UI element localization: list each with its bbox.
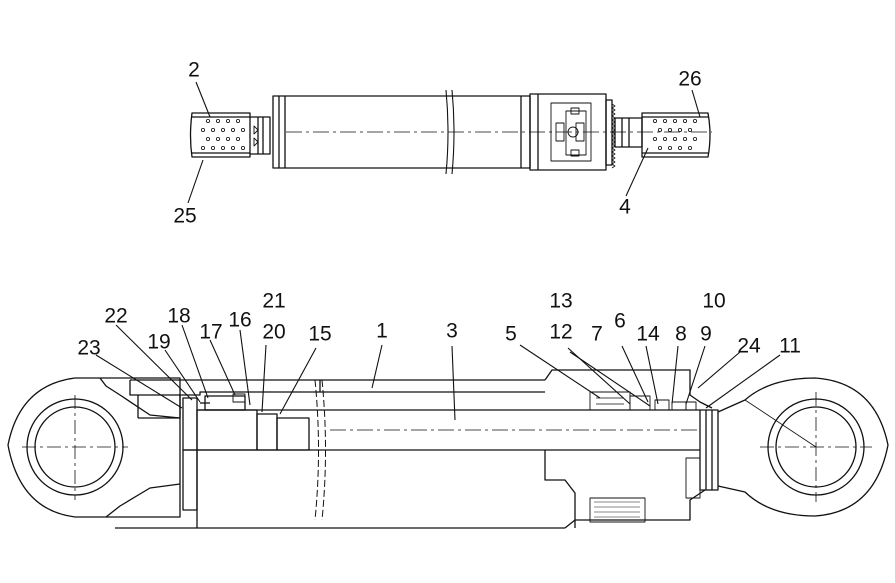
- callout-13: 13: [549, 289, 573, 313]
- top-right-eye-end: [642, 113, 710, 157]
- callout-10: 10: [702, 289, 726, 313]
- callout-8: 8: [675, 322, 687, 346]
- callout-3: 3: [446, 319, 458, 343]
- callout-18: 18: [167, 304, 191, 328]
- callout-14: 14: [636, 322, 660, 346]
- top-left-bolt-pattern: [201, 119, 244, 149]
- callout-17: 17: [199, 320, 223, 344]
- callout-19: 19: [147, 330, 171, 354]
- callout-21: 21: [262, 289, 286, 313]
- callout-16: 16: [228, 308, 252, 332]
- bottom-left-eye: [8, 378, 180, 517]
- bottom-leader-lines: [96, 325, 780, 420]
- callout-9: 9: [700, 322, 712, 346]
- bottom-piston: [183, 394, 309, 510]
- callout-12: 12: [549, 320, 573, 344]
- bottom-rod: [197, 410, 700, 528]
- top-view: [188, 82, 712, 203]
- top-right-bolt-pattern: [653, 119, 696, 149]
- callout-15: 15: [308, 322, 332, 346]
- callout-22: 22: [104, 304, 128, 328]
- bottom-head-section: [590, 392, 700, 522]
- callout-4: 4: [619, 195, 631, 219]
- bottom-right-eye: [700, 378, 888, 516]
- callout-6: 6: [614, 309, 626, 333]
- callout-1: 1: [376, 319, 388, 343]
- callout-25: 25: [173, 204, 197, 228]
- top-leader-lines: [188, 82, 700, 203]
- top-left-eye-end: [191, 113, 251, 157]
- callout-20: 20: [262, 320, 286, 344]
- top-head-flange: [606, 100, 612, 165]
- bottom-barrel-wall: [130, 380, 320, 395]
- bottom-view: [8, 325, 888, 528]
- callout-11: 11: [779, 334, 801, 358]
- callout-26: 26: [678, 67, 702, 91]
- callout-5: 5: [505, 322, 517, 346]
- callout-24: 24: [737, 334, 761, 358]
- callout-23: 23: [77, 336, 101, 360]
- callout-7: 7: [591, 322, 603, 346]
- callout-2: 2: [188, 58, 200, 82]
